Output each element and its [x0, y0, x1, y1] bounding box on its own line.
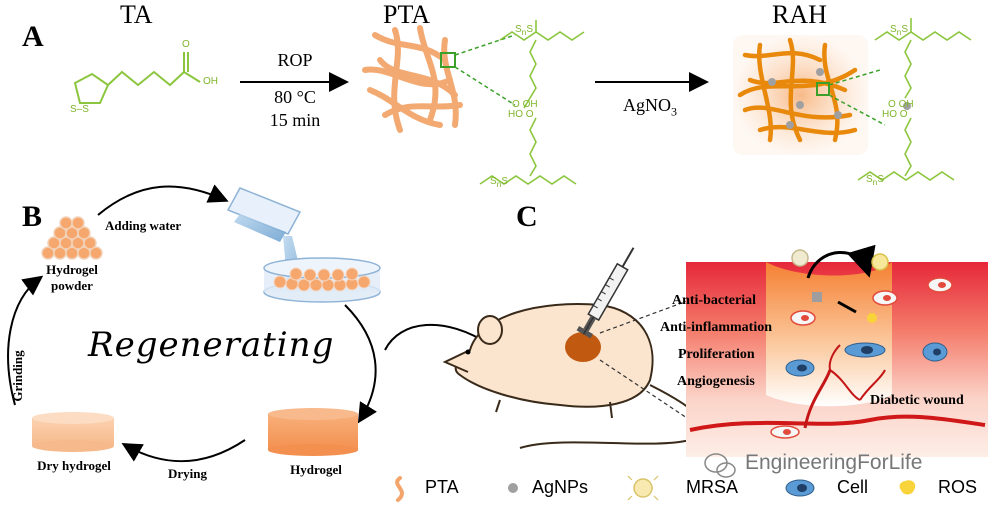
pta-title: PTA: [383, 0, 431, 29]
legend-label-mrsa: MRSA: [686, 477, 739, 497]
grinding-label: Grinding: [10, 350, 25, 402]
watermark-text: EngineeringForLife: [745, 451, 923, 474]
rah-sulfur-n-top: SnS: [890, 24, 908, 37]
agno3-label: AgNO3: [623, 95, 677, 119]
effect-anti-inflammation: Anti-inflammation: [660, 320, 772, 335]
adding-water-label: Adding water: [105, 218, 182, 233]
mrsa-icon: [627, 475, 659, 501]
ros-icon: [899, 480, 916, 495]
effect-angiogenesis: Angiogenesis: [677, 374, 755, 389]
pta-fiber-cluster: [362, 25, 463, 133]
adding-water-arrow: [97, 184, 229, 216]
ta-oxygen-label: O: [182, 39, 190, 50]
rah-network: [733, 35, 868, 155]
legend-label-cell: Cell: [837, 477, 869, 497]
pta-zoom-box: [440, 52, 456, 68]
hydrogel-label: Hydrogel: [290, 462, 342, 477]
pta-sulfur-n-top: SnS: [515, 24, 533, 37]
ta-hydroxyl-label: OH: [203, 76, 218, 87]
syringe-icon: [576, 247, 635, 339]
regenerating-label: Regenerating: [88, 325, 335, 365]
wechat-icon: [704, 453, 736, 478]
panel-a-letter: A: [22, 20, 44, 53]
petri-dish-with-powder: [263, 257, 381, 303]
rah-ho-label: HO O: [882, 109, 908, 120]
panel-b-letter: B: [22, 200, 43, 233]
legend-label-agnps: AgNPs: [532, 477, 589, 497]
mouse-illustration: [442, 303, 705, 449]
ta-molecule-structure: [73, 52, 201, 104]
panel-c-letter: C: [516, 200, 538, 233]
dish-to-hydrogel-arrow: [344, 304, 377, 424]
drying-arrow: [121, 439, 246, 463]
rah-sulfur-n-bottom: SnS: [866, 174, 884, 187]
rop-label: ROP: [277, 50, 313, 70]
pta-fiber-icon: [395, 476, 404, 502]
ta-title: TA: [120, 0, 153, 29]
diabetic-wound-label: Diabetic wound: [870, 393, 964, 408]
rah-hydroxyl-label: O OH: [888, 99, 914, 110]
hydrogel-powder-pile: [41, 216, 103, 260]
effect-proliferation: Proliferation: [678, 347, 755, 362]
temperature-label: 80 °C: [274, 87, 316, 107]
rah-title: RAH: [772, 0, 827, 29]
time-label: 15 min: [269, 110, 321, 130]
rah-polymer-structure: [857, 18, 972, 181]
wet-hydrogel-disc: [268, 408, 358, 456]
pta-ho-label: HO O: [508, 109, 534, 120]
pta-polymer-structure: [479, 20, 585, 185]
grinding-arrow: [7, 275, 44, 406]
effect-anti-bacterial: Anti-bacterial: [672, 293, 756, 308]
hydrogel-to-mouse-arrow: [384, 324, 494, 351]
dry-hydrogel-disc: [32, 412, 114, 452]
agnp-dot-icon: [508, 483, 518, 493]
dry-hydrogel-label: Dry hydrogel: [37, 458, 111, 473]
cell-icon: [785, 479, 815, 497]
legend-label-pta: PTA: [425, 477, 459, 497]
pta-hydroxyl-label: O OH: [512, 99, 538, 110]
pta-sulfur-n-bottom: SnS: [490, 176, 508, 189]
wound-cells: [770, 249, 953, 439]
legend-label-ros: ROS: [938, 477, 978, 497]
ta-sulfur-label: S–S: [70, 104, 89, 115]
drying-label: Drying: [168, 466, 207, 481]
